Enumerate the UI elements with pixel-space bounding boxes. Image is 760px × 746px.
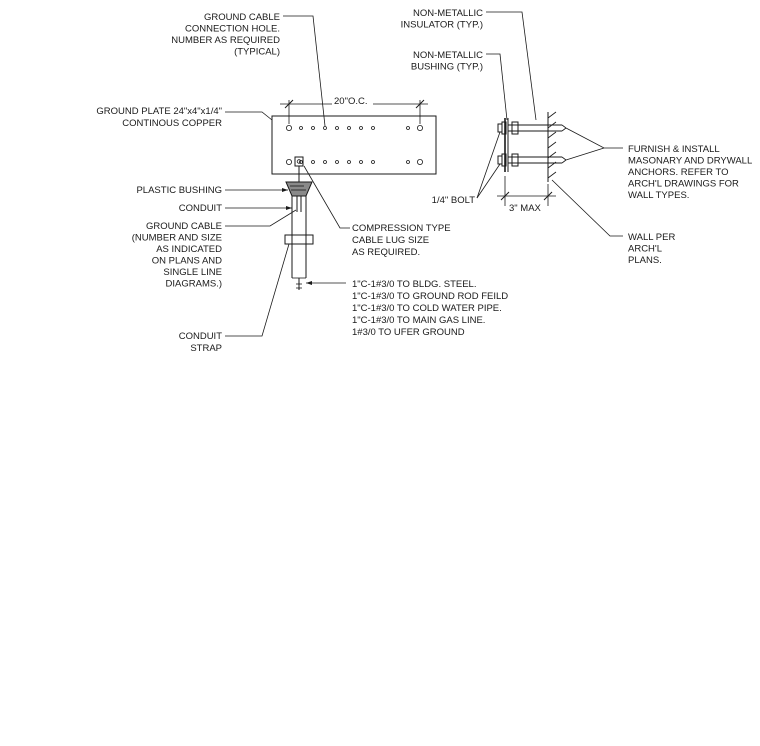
anchors-line-1: FURNISH & INSTALL <box>628 144 720 155</box>
anchors-line-2: MASONARY AND DRYWALL <box>628 156 752 167</box>
conduit-strap-line-1: CONDUIT <box>179 331 222 342</box>
svg-text:1"C-1#3/0 TO BLDG. STEEL.1"C-1: 1"C-1#3/0 TO BLDG. STEEL.1"C-1#3/0 TO GR… <box>352 279 508 338</box>
leader-bolt: 1/4" BOLT <box>432 131 501 206</box>
wall-line-3: PLANS. <box>628 255 662 266</box>
ground-cable-line-4: ON PLANS AND <box>152 256 222 267</box>
conduit-assembly <box>284 156 314 290</box>
svg-text:GROUND PLATE 24"x4"x1/4"CONTIN: GROUND PLATE 24"x4"x1/4"CONTINOUS COPPER <box>96 106 222 129</box>
ground-plate-line-1: GROUND PLATE 24"x4"x1/4" <box>96 106 222 117</box>
bushing-line-2: BUSHING (TYP.) <box>411 62 483 73</box>
ground-cable-line-5: SINGLE LINE <box>163 267 222 278</box>
insulator-bottom <box>511 153 519 167</box>
compression-lug-line-3: AS REQUIRED. <box>352 247 420 258</box>
offset-dimension-label: 3" MAX <box>509 203 542 214</box>
plastic-bushing-label: PLASTIC BUSHING <box>136 185 222 196</box>
insulator-line-2: INSULATOR (TYP.) <box>401 20 483 31</box>
ground-cable-line-2: (NUMBER AND SIZE <box>132 233 222 244</box>
insulator-top <box>511 121 519 135</box>
conduit-strap-line-2: STRAP <box>190 343 222 354</box>
leader-ground-plate: GROUND PLATE 24"x4"x1/4"CONTINOUS COPPER <box>96 106 273 129</box>
anchors-line-4: ARCH'L DRAWINGS FOR <box>628 179 739 190</box>
anchors-line-3: ANCHORS. REFER TO <box>628 167 728 178</box>
connection-line-2: 1"C-1#3/0 TO GROUND ROD FEILD <box>352 291 508 302</box>
side-view-mount <box>497 111 567 182</box>
anchors-line-5: WALL TYPES. <box>628 190 689 201</box>
connection-line-5: 1#3/0 TO UFER GROUND <box>352 327 465 338</box>
ground-cable-hole-line-4: (TYPICAL) <box>234 47 280 58</box>
spacing-dimension-label: 20"O.C. <box>334 96 367 107</box>
ground-cable-hole-line-3: NUMBER AS REQUIRED <box>171 35 280 46</box>
spacing-dimension: 20"O.C. <box>280 96 428 124</box>
ground-cable-hole-line-2: CONNECTION HOLE. <box>185 24 280 35</box>
offset-dimension: 3" MAX <box>497 176 556 214</box>
ground-cable-line-1: GROUND CABLE <box>146 221 222 232</box>
ground-plate <box>271 115 437 175</box>
connection-holes-bottom-row <box>285 158 423 165</box>
conduit-strap <box>284 234 314 245</box>
wall-line-1: WALL PER <box>628 232 675 243</box>
plastic-bushing <box>285 181 313 197</box>
ground-plate-line-2: CONTINOUS COPPER <box>122 118 222 129</box>
leader-plastic-bushing: PLASTIC BUSHING <box>136 185 288 196</box>
leader-connections: 1"C-1#3/0 TO BLDG. STEEL.1"C-1#3/0 TO GR… <box>306 279 508 338</box>
leader-conduit: CONDUIT <box>179 203 292 214</box>
ground-cable-line-3: AS INDICATED <box>156 244 222 255</box>
wall-hatch <box>547 111 557 179</box>
conduit-label: CONDUIT <box>179 203 222 214</box>
connection-line-3: 1"C-1#3/0 TO COLD WATER PIPE. <box>352 303 502 314</box>
bushing-line-1: NON-METALLIC <box>413 50 483 61</box>
ground-cable-line-6: DIAGRAMS.) <box>166 279 222 290</box>
bolt-label: 1/4" BOLT <box>432 195 476 206</box>
insulator-line-1: NON-METALLIC <box>413 8 483 19</box>
connection-holes-top-row <box>285 125 423 132</box>
compression-lug-line-2: CABLE LUG SIZE <box>352 235 429 246</box>
ground-cable-hole-line-1: GROUND CABLE <box>204 12 280 23</box>
wall-line-2: ARCH'L <box>628 244 662 255</box>
connection-line-1: 1"C-1#3/0 TO BLDG. STEEL. <box>352 279 476 290</box>
connection-line-4: 1"C-1#3/0 TO MAIN GAS LINE. <box>352 315 485 326</box>
compression-lug-line-1: COMPRESSION TYPE <box>352 223 451 234</box>
